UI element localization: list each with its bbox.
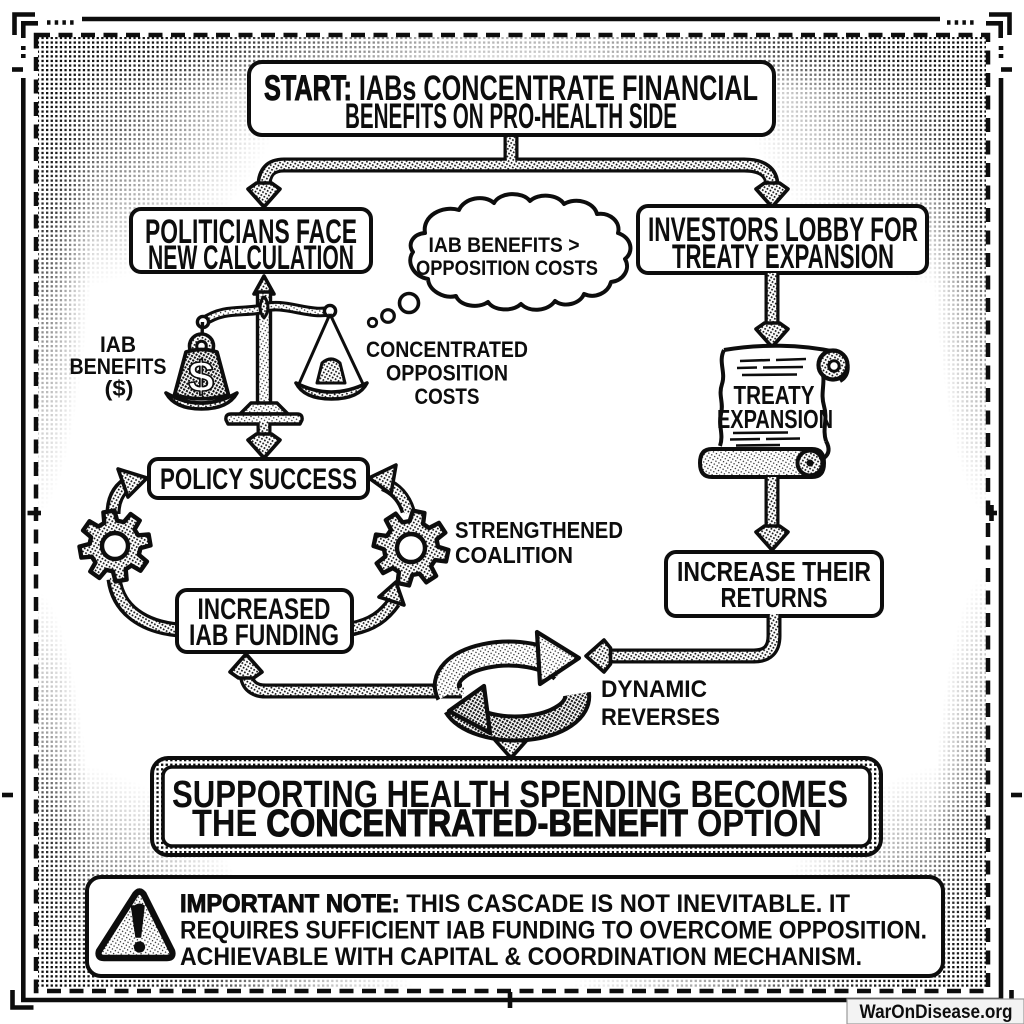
svg-text:TREATY EXPANSION: TREATY EXPANSION — [672, 238, 894, 276]
svg-text:REVERSES: REVERSES — [601, 704, 720, 731]
svg-text:$: $ — [188, 353, 214, 402]
svg-text:WarOnDisease.org: WarOnDisease.org — [860, 1002, 1013, 1023]
svg-text:COSTS: COSTS — [415, 384, 480, 409]
svg-text:RETURNS: RETURNS — [721, 582, 828, 613]
svg-text:STRENGTHENED: STRENGTHENED — [455, 517, 623, 543]
svg-text:START: IABs CONCENTRATE FINANC: START: IABs CONCENTRATE FINANCIAL — [264, 69, 758, 108]
svg-text:IAB: IAB — [100, 332, 136, 357]
svg-text:CONCENTRATED: CONCENTRATED — [366, 337, 528, 362]
svg-text:COALITION: COALITION — [455, 542, 573, 568]
svg-text:REQUIRES SUFFICIENT IAB FUNDIN: REQUIRES SUFFICIENT IAB FUNDING TO OVERC… — [180, 917, 927, 945]
svg-text:THE CONCENTRATED-BENEFIT OPTIO: THE CONCENTRATED-BENEFIT OPTION — [192, 803, 822, 845]
svg-text:IAB BENEFITS >: IAB BENEFITS > — [429, 234, 580, 257]
svg-text:NEW CALCULATION: NEW CALCULATION — [148, 239, 354, 277]
svg-text:($): ($) — [105, 376, 134, 401]
svg-text:BENEFITS: BENEFITS — [70, 354, 167, 379]
svg-text:INVESTORS LOBBY FOR: INVESTORS LOBBY FOR — [648, 211, 918, 249]
svg-text:POLITICIANS FACE: POLITICIANS FACE — [145, 213, 357, 251]
svg-text:IMPORTANT NOTE: THIS CASCADE I: IMPORTANT NOTE: THIS CASCADE IS NOT INEV… — [180, 890, 850, 918]
svg-text:SUPPORTING HEALTH SPENDING BEC: SUPPORTING HEALTH SPENDING BECOMES — [172, 774, 848, 816]
svg-text:INCREASED: INCREASED — [198, 593, 331, 626]
svg-text:OPPOSITION: OPPOSITION — [386, 361, 508, 386]
svg-text:DYNAMIC: DYNAMIC — [601, 676, 707, 703]
svg-text:OPPOSITION COSTS: OPPOSITION COSTS — [416, 257, 598, 280]
svg-text:POLICY SUCCESS: POLICY SUCCESS — [160, 463, 357, 496]
svg-text:INCREASE THEIR: INCREASE THEIR — [677, 556, 871, 587]
svg-text:EXPANSION: EXPANSION — [717, 404, 833, 434]
svg-text:IAB FUNDING: IAB FUNDING — [189, 619, 339, 652]
svg-text:ACHIEVABLE WITH CAPITAL & COOR: ACHIEVABLE WITH CAPITAL & COORDINATION M… — [180, 943, 862, 971]
svg-text:BENEFITS ON PRO-HEALTH SIDE: BENEFITS ON PRO-HEALTH SIDE — [345, 97, 677, 136]
svg-text:TREATY: TREATY — [734, 380, 815, 410]
